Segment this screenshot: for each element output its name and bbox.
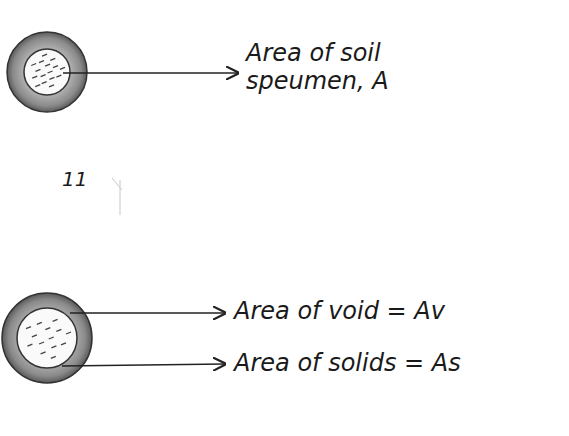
- solids-area-label: Area of solids = As: [234, 350, 461, 378]
- void-area-label: Area of void = Av: [234, 298, 445, 326]
- figure-mark: 11: [62, 168, 87, 191]
- soil-specimen-top: [7, 32, 238, 112]
- specimen-area-label: Area of soil speumen, A: [246, 40, 466, 95]
- soil-specimen-bottom: [2, 293, 225, 383]
